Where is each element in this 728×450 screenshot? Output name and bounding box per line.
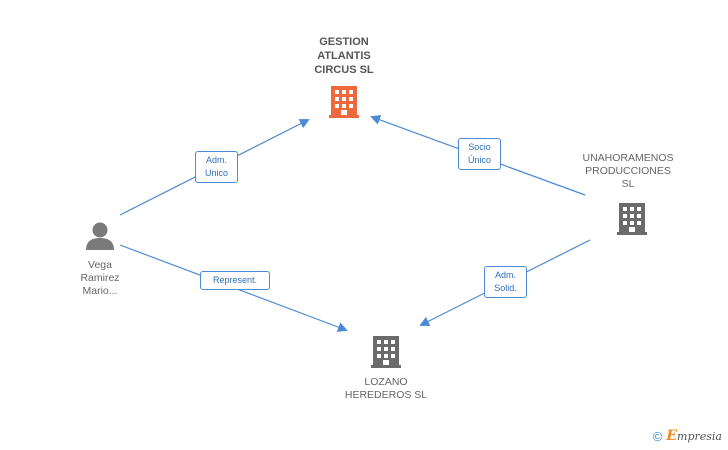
edge-label-socio-unico: Socio Único (458, 138, 501, 170)
copyright-symbol: © (652, 428, 663, 444)
building-icon[interactable] (371, 336, 401, 368)
node-label-lozano[interactable]: LOZANO HEREDEROS SL (344, 376, 428, 401)
building-icon[interactable] (329, 86, 359, 118)
edge-label-adm-solid: Adm. Solid. (484, 266, 527, 298)
edge-label-represent: Represent. (200, 271, 270, 290)
empresia-logo: Empresia (666, 428, 722, 444)
node-label-gestion[interactable]: GESTION ATLANTIS CIRCUS SL (314, 36, 374, 76)
edge-label-adm-unico: Adm. Unico (195, 151, 238, 183)
person-icon[interactable] (86, 222, 114, 251)
building-icon[interactable] (617, 203, 647, 235)
empresia-watermark: © Empresia (653, 428, 722, 444)
node-label-unahoramenos[interactable]: UNAHORAMENOS PRODUCCIONES SL (582, 152, 674, 190)
node-label-vega[interactable]: Vega Ramirez Mario... (80, 259, 120, 297)
